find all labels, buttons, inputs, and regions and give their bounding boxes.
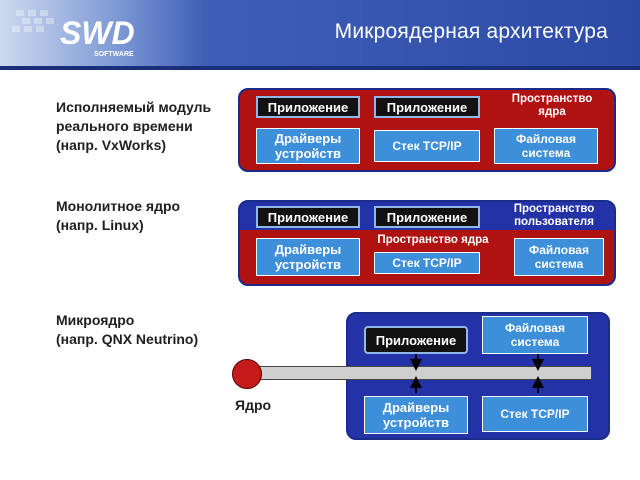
kernel-label: Ядро: [235, 397, 272, 413]
monolithic-panel: Приложение Приложение Пространство польз…: [238, 200, 616, 286]
micro-app-box: Приложение: [364, 326, 468, 354]
mono-app2-box: Приложение: [374, 206, 480, 228]
mono-drivers-box: Драйверы устройств: [256, 238, 360, 276]
rtos-fs-box: Файловая система: [494, 128, 598, 164]
company-logo: SWD SOFTWARE: [12, 10, 135, 58]
micro-label: Микроядро (напр. QNX Neutrino): [56, 312, 199, 347]
mono-fs-box: Файловая система: [514, 238, 604, 276]
monolithic-label: Монолитное ядро (напр. Linux): [56, 198, 181, 233]
rtos-label: Исполняемый модуль реального времени (на…: [56, 99, 212, 153]
logo-subtext: SOFTWARE: [94, 51, 134, 58]
logo-text: SWD: [60, 15, 135, 51]
rtos-panel: Приложение Приложение Пространство ядра …: [238, 88, 616, 172]
rtos-drivers-box: Драйверы устройств: [256, 128, 360, 164]
micro-tcpip-box: Стек TCP/IP: [482, 396, 588, 432]
mono-tcpip-box: Стек TCP/IP: [374, 252, 480, 274]
kernel-node: [232, 359, 262, 389]
micro-fs-box: Файловая система: [482, 316, 588, 354]
rtos-app1-box: Приложение: [256, 96, 360, 118]
micro-drivers-box: Драйверы устройств: [364, 396, 468, 434]
page-title: Микроядерная архитектура: [334, 20, 608, 43]
rtos-app2-box: Приложение: [374, 96, 480, 118]
mono-user-space-label: Пространство пользователя: [513, 203, 595, 228]
rtos-kernel-space-label: Пространство ядра: [511, 93, 593, 118]
rtos-tcpip-box: Стек TCP/IP: [374, 130, 480, 162]
header-banner: SWD SOFTWARE Микроядерная архитектура: [0, 0, 640, 70]
mono-kernel-space-label: Пространство ядра: [377, 234, 489, 246]
header-underline: [0, 66, 640, 70]
mono-app1-box: Приложение: [256, 206, 360, 228]
